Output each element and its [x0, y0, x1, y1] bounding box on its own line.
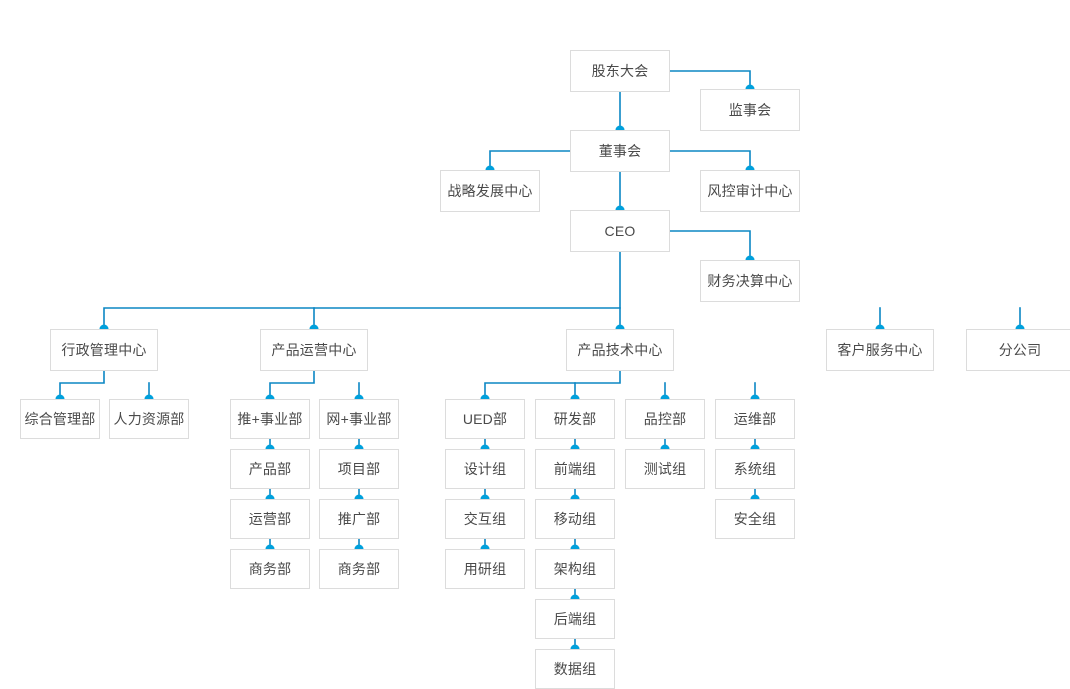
org-node-label: 分公司	[998, 342, 1042, 358]
connector-prodtech-to-ued	[484, 370, 621, 400]
org-node-label: 监事会	[728, 102, 772, 118]
org-node-ceo[interactable]: CEO	[570, 210, 670, 252]
org-node-riskaudit[interactable]: 风控审计中心	[700, 170, 800, 212]
connector-admin-to-general_mgmt	[59, 370, 105, 400]
org-node-ceshi[interactable]: 测试组	[625, 449, 705, 489]
org-node-label: 移动组	[553, 511, 597, 527]
org-node-pinkong[interactable]: 品控部	[625, 399, 705, 439]
org-node-admin[interactable]: 行政管理中心	[50, 329, 158, 371]
connector-ceo-to-admin	[103, 251, 621, 330]
org-node-label: 系统组	[733, 461, 777, 477]
org-node-label: 后端组	[553, 611, 597, 627]
org-node-yunwei[interactable]: 运维部	[715, 399, 795, 439]
org-node-ued[interactable]: UED部	[445, 399, 525, 439]
connector-ceo-to-finance	[669, 230, 751, 261]
org-node-label: 董事会	[598, 143, 642, 159]
org-node-sheji[interactable]: 设计组	[445, 449, 525, 489]
org-node-label: 行政管理中心	[61, 342, 147, 358]
org-node-label: 商务部	[337, 561, 381, 577]
org-node-label: 前端组	[553, 461, 597, 477]
org-node-label: 网+事业部	[326, 411, 392, 427]
org-node-prodops[interactable]: 产品运营中心	[260, 329, 368, 371]
org-node-custserv[interactable]: 客户服务中心	[826, 329, 934, 371]
org-node-label: 财务决算中心	[707, 273, 793, 289]
org-node-label: 商务部	[248, 561, 292, 577]
org-node-label: 研发部	[553, 411, 597, 427]
org-node-jiagou[interactable]: 架构组	[535, 549, 615, 589]
org-node-label: 人力资源部	[113, 411, 185, 427]
org-node-chanpin[interactable]: 产品部	[230, 449, 310, 489]
org-node-label: 用研组	[463, 561, 507, 577]
org-node-branch[interactable]: 分公司	[966, 329, 1070, 371]
org-node-shangwu2[interactable]: 商务部	[319, 549, 399, 589]
org-node-label: 品控部	[643, 411, 687, 427]
org-node-label: 综合管理部	[24, 411, 96, 427]
org-node-xiangmu[interactable]: 项目部	[319, 449, 399, 489]
org-node-yanfa[interactable]: 研发部	[535, 399, 615, 439]
org-node-supervisors[interactable]: 监事会	[700, 89, 800, 131]
org-node-strategy[interactable]: 战略发展中心	[440, 170, 540, 212]
org-node-label: CEO	[604, 223, 636, 239]
org-node-tui_bu[interactable]: 推+事业部	[230, 399, 310, 439]
org-node-label: 股东大会	[591, 63, 649, 79]
org-node-label: 产品运营中心	[271, 342, 357, 358]
connector-shareholders-to-supervisors	[669, 70, 751, 90]
org-node-yidong[interactable]: 移动组	[535, 499, 615, 539]
org-node-label: 客户服务中心	[837, 342, 923, 358]
org-node-label: 风控审计中心	[707, 183, 793, 199]
org-node-hr[interactable]: 人力资源部	[109, 399, 189, 439]
org-node-finance[interactable]: 财务决算中心	[700, 260, 800, 302]
org-node-xitong[interactable]: 系统组	[715, 449, 795, 489]
org-node-shangwu1[interactable]: 商务部	[230, 549, 310, 589]
connector-board-to-strategy	[489, 150, 571, 171]
org-node-label: 产品部	[248, 461, 292, 477]
org-node-label: UED部	[462, 411, 508, 427]
org-node-shuju[interactable]: 数据组	[535, 649, 615, 689]
org-node-label: 推广部	[337, 511, 381, 527]
org-node-label: 产品技术中心	[577, 342, 663, 358]
org-node-label: 项目部	[337, 461, 381, 477]
org-node-wang_bu[interactable]: 网+事业部	[319, 399, 399, 439]
org-node-shareholders[interactable]: 股东大会	[570, 50, 670, 92]
org-node-prodtech[interactable]: 产品技术中心	[566, 329, 674, 371]
org-node-label: 测试组	[643, 461, 687, 477]
org-node-anquan[interactable]: 安全组	[715, 499, 795, 539]
org-node-qianduan[interactable]: 前端组	[535, 449, 615, 489]
org-node-label: 推+事业部	[237, 411, 303, 427]
org-node-jiaohu[interactable]: 交互组	[445, 499, 525, 539]
org-node-yongyan[interactable]: 用研组	[445, 549, 525, 589]
org-node-label: 安全组	[733, 511, 777, 527]
org-node-tuiguang[interactable]: 推广部	[319, 499, 399, 539]
org-node-houduan[interactable]: 后端组	[535, 599, 615, 639]
org-node-yunying[interactable]: 运营部	[230, 499, 310, 539]
org-node-label: 战略发展中心	[447, 183, 533, 199]
org-node-label: 运维部	[733, 411, 777, 427]
connector-board-to-riskaudit	[669, 150, 751, 171]
org-node-label: 运营部	[248, 511, 292, 527]
org-node-label: 设计组	[463, 461, 507, 477]
org-node-label: 架构组	[553, 561, 597, 577]
org-node-label: 数据组	[553, 661, 597, 677]
org-node-label: 交互组	[463, 511, 507, 527]
org-node-general_mgmt[interactable]: 综合管理部	[20, 399, 100, 439]
connector-prodops-to-tui_bu	[269, 370, 315, 400]
org-node-board[interactable]: 董事会	[570, 130, 670, 172]
